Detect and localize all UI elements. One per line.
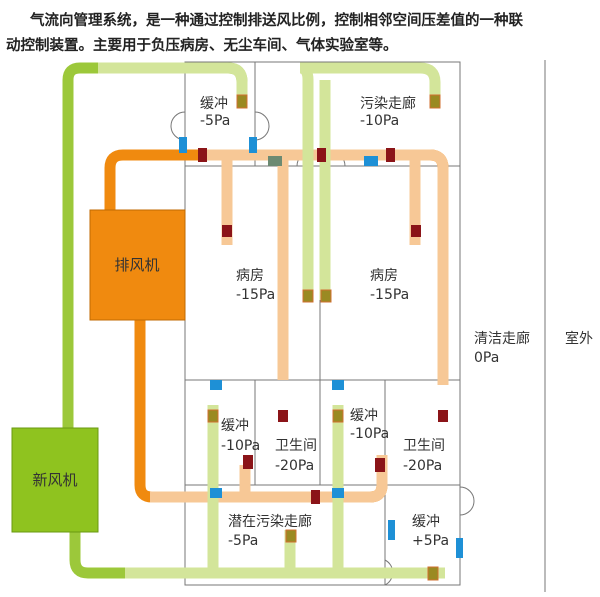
buffer-left-name: 缓冲 <box>221 418 249 434</box>
vents <box>179 137 463 558</box>
buffer-top-pressure: -5Pa <box>200 113 230 129</box>
buffer-mid-pressure: -10Pa <box>350 426 389 442</box>
exhaust-fan-unit <box>89 209 186 321</box>
buffer-top-name: 缓冲 <box>200 96 228 112</box>
ward-left-name: 病房 <box>236 268 264 284</box>
buffer-plus-name: 缓冲 <box>412 514 440 530</box>
dirty-corridor-pressure: -10Pa <box>360 113 399 129</box>
supply-valves <box>207 94 441 581</box>
dirty-corridor-name: 污染走廊 <box>360 95 416 112</box>
outdoor-label: 室外 <box>565 330 593 347</box>
potential-corridor-name: 潜在污染走廊 <box>228 513 312 530</box>
toilet-left-name: 卫生间 <box>275 438 317 454</box>
clean-corridor-pressure: 0Pa <box>474 350 499 366</box>
intro-line-2: 动控制装置。主要用于负压病房、无尘车间、气体实验室等。 <box>6 37 398 54</box>
exhaust-fan-label: 排风机 <box>114 256 159 274</box>
potential-corridor-pressure: -5Pa <box>228 533 258 549</box>
ward-right-pressure: -15Pa <box>370 287 409 303</box>
clean-corridor-name: 清洁走廊 <box>474 330 530 347</box>
intro-line-1: 气流向管理系统，是一种通过控制排送风比例，控制相邻空间压差值的一种联 <box>30 12 523 29</box>
ward-left-pressure: -15Pa <box>236 287 275 303</box>
ward-right-name: 病房 <box>370 268 398 284</box>
exhaust-dampers <box>198 148 448 504</box>
room-labels: 缓冲 -5Pa 污染走廊 -10Pa 病房 -15Pa 病房 -15Pa 缓冲 … <box>200 95 593 549</box>
buffer-plus-pressure: +5Pa <box>412 533 449 549</box>
building-walls <box>170 60 546 592</box>
fresh-air-label: 新风机 <box>32 471 77 489</box>
toilet-right-name: 卫生间 <box>403 438 445 454</box>
buffer-mid-name: 缓冲 <box>350 408 378 424</box>
toilet-left-pressure: -20Pa <box>275 458 314 474</box>
fresh-air-unit <box>11 427 99 533</box>
toilet-right-pressure: -20Pa <box>403 458 442 474</box>
buffer-left-pressure: -10Pa <box>221 438 260 454</box>
